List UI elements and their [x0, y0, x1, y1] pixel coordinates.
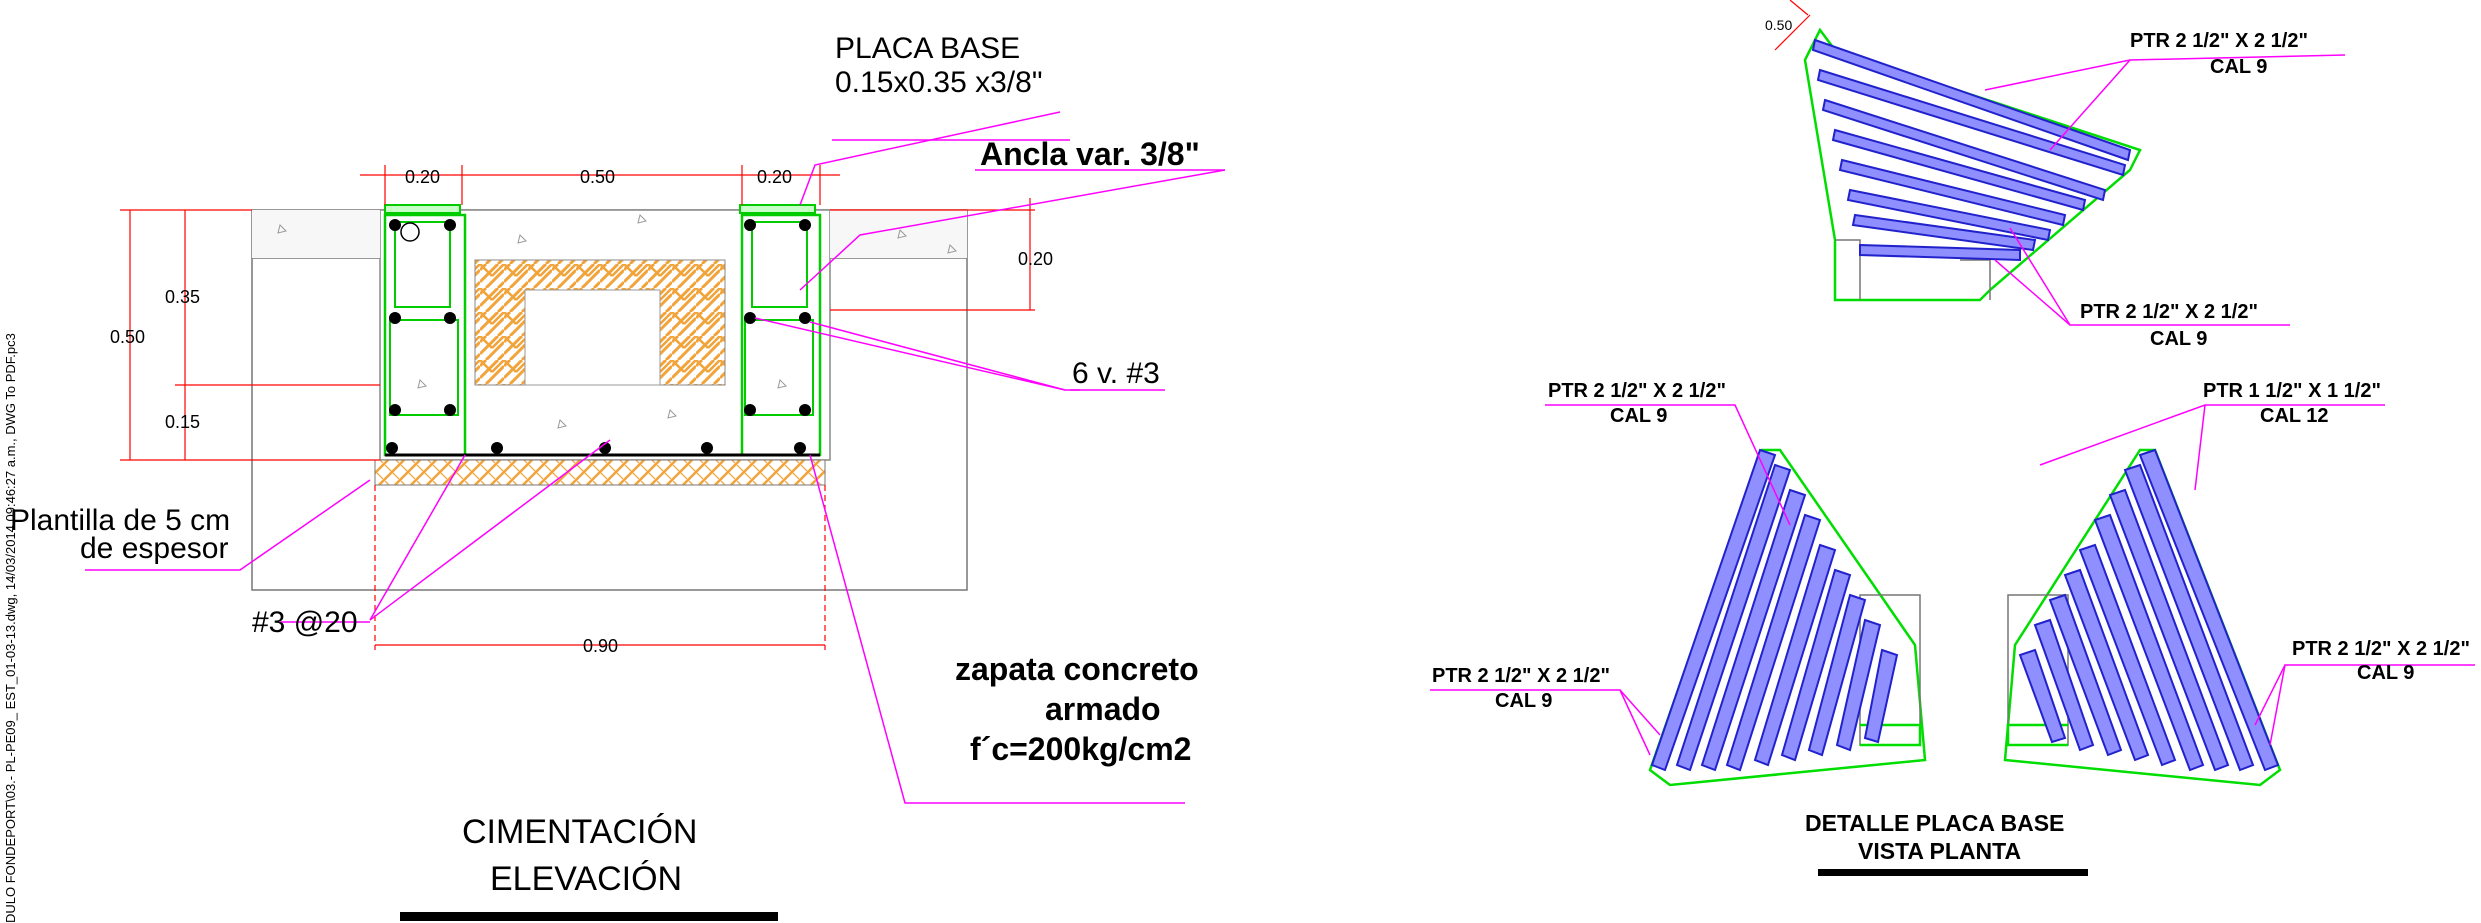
dim-015: 0.15 — [165, 412, 200, 432]
plan-dim-050: 0.50 — [1765, 17, 1792, 33]
zapata-label-3: f´c=200kg/cm2 — [970, 731, 1191, 767]
ptr-a-line1: PTR 2 1/2" X 2 1/2" — [2130, 30, 2308, 52]
elevation-drawing: 0.20 0.50 0.20 0.35 0.50 0.15 0.20 0.90 … — [10, 32, 1226, 921]
ptr-b-line2: CAL 9 — [2150, 328, 2207, 350]
plan-title-1: DETALLE PLACA BASE — [1805, 810, 2064, 836]
plan-title-2: VISTA PLANTA — [1858, 838, 2021, 864]
placa-base-right — [739, 204, 816, 214]
zapata-label-1: zapata concreto — [955, 651, 1199, 687]
ancla-label: Ancla var. 3/8" — [980, 136, 1200, 172]
ptr-e-line2: CAL 9 — [1495, 690, 1552, 712]
plan-title-underline — [1818, 869, 2088, 876]
ptr-a-line2: CAL 9 — [2210, 56, 2267, 78]
plan-bottom-right-detail: PTR 1 1/2" X 1 1/2" CAL 12 PTR 2 1/2" X … — [2003, 380, 2475, 787]
varillas-label: 6 v. #3 — [1072, 357, 1160, 390]
placa-base-left — [384, 204, 461, 214]
file-path-vertical: DULO FONDEPORT\03.- PL-PE09_ EST_01-03-1… — [3, 333, 18, 923]
plantilla-layer — [374, 459, 826, 486]
plan-bottom-left-detail: PTR 2 1/2" X 2 1/2" CAL 9 PTR 2 1/2" X 2… — [1430, 380, 1927, 787]
plantilla-label-1: Plantilla de 5 cm — [10, 504, 230, 537]
elevation-title-1: CIMENTACIÓN — [462, 813, 697, 851]
elevation-title-underline — [400, 912, 778, 921]
dim-020-right: 0.20 — [757, 167, 792, 187]
placa-base-title: PLACA BASE — [835, 32, 1020, 65]
dim-020-left: 0.20 — [405, 167, 440, 187]
ptr-c-line1: PTR 2 1/2" X 2 1/2" — [1548, 380, 1726, 402]
dim-050-top: 0.50 — [580, 167, 615, 187]
ptr-f-line1: PTR 2 1/2" X 2 1/2" — [2292, 638, 2470, 660]
ptr-d-line2: CAL 12 — [2260, 405, 2329, 427]
dim-020-side: 0.20 — [1018, 249, 1053, 269]
ptr-d-line1: PTR 1 1/2" X 1 1/2" — [2203, 380, 2381, 402]
dim-050-left: 0.50 — [110, 327, 145, 347]
ptr-c-line2: CAL 9 — [1610, 405, 1667, 427]
dim-090: 0.90 — [583, 636, 618, 656]
dim-035: 0.35 — [165, 287, 200, 307]
ptr-e-line1: PTR 2 1/2" X 2 1/2" — [1432, 665, 1610, 687]
plantilla-label-2: de espesor — [80, 532, 228, 565]
zapata-label-2: armado — [1045, 691, 1161, 727]
ptr-b-line1: PTR 2 1/2" X 2 1/2" — [2080, 301, 2258, 323]
ptr-tubes-bottom-right — [2018, 448, 2280, 772]
refuerzo-label: #3 @20 — [252, 606, 358, 639]
elevation-title-2: ELEVACIÓN — [490, 860, 682, 898]
dimension-lines — [120, 165, 1035, 650]
rebar-dots — [386, 219, 811, 454]
ptr-f-line2: CAL 9 — [2357, 662, 2414, 684]
ptr-tubes-bottom-left — [1650, 448, 1899, 772]
leader-lines — [85, 111, 1226, 804]
placa-base-dims: 0.15x0.35 x3/8" — [835, 66, 1042, 99]
plan-top-detail: 0.50 PTR 2 1/2" X 2 1/2" CAL 9 PTR 2 1/2… — [1765, 0, 2346, 350]
ptr-tubes-top — [1811, 38, 2132, 262]
